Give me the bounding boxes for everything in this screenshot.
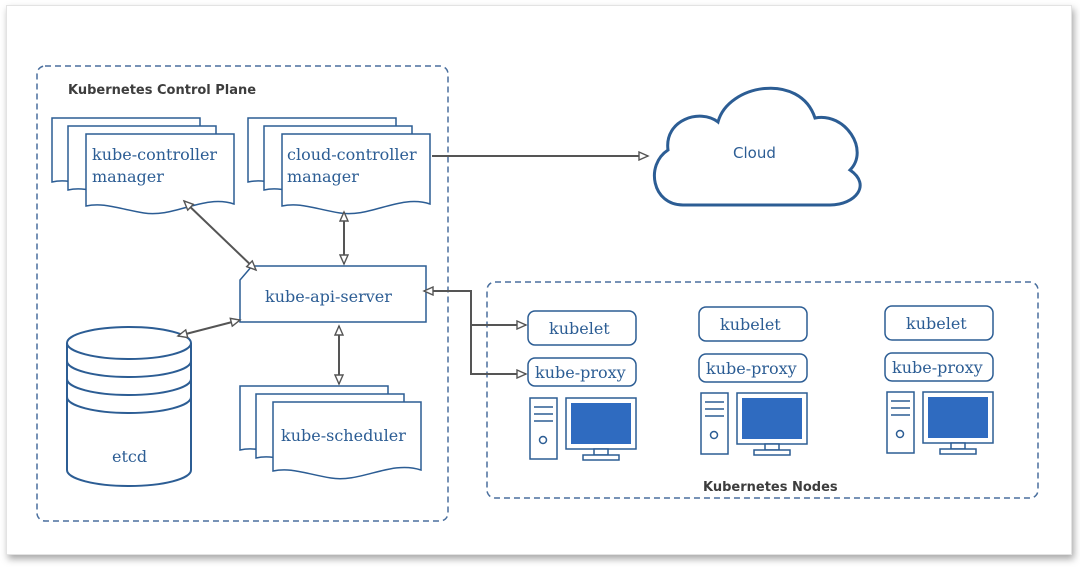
kubelet-label: kubelet xyxy=(720,315,781,334)
etcd-ring-3 xyxy=(66,396,192,414)
control-plane-group: Kubernetes Control Plane xyxy=(36,65,449,522)
node-3: kubelet kube-proxy xyxy=(884,305,994,455)
kube-api-server-node: kube-api-server xyxy=(239,265,427,323)
node-2: kubelet kube-proxy xyxy=(698,306,808,456)
kubelet-box xyxy=(527,310,637,346)
api-server-shape xyxy=(239,265,427,323)
computer-icon xyxy=(529,397,637,461)
kubelet-label: kubelet xyxy=(549,319,610,338)
kube-scheduler-node: kube-scheduler xyxy=(239,385,422,480)
kube-proxy-label: kube-proxy xyxy=(706,359,797,378)
kube-proxy-box xyxy=(698,353,808,383)
kubelet-box xyxy=(698,306,808,342)
etcd-body xyxy=(66,343,192,487)
kcm-api-connector xyxy=(184,201,256,270)
kubelet-label: kubelet xyxy=(906,314,967,333)
cloud-shape xyxy=(652,86,862,207)
connections xyxy=(178,156,648,384)
kubelet-box xyxy=(884,305,994,341)
nodes-group: Kubernetes Nodes xyxy=(486,281,1039,499)
node-1: kubelet kube-proxy xyxy=(527,310,637,461)
etcd-node: etcd xyxy=(66,326,192,487)
cloud-controller-manager-node: cloud-controller manager xyxy=(247,117,431,215)
kube-controller-label-line2: manager xyxy=(92,167,164,186)
kube-controller-manager-node: kube-controller manager xyxy=(51,117,235,215)
api-server-label: kube-api-server xyxy=(265,287,392,306)
etcd-label: etcd xyxy=(112,447,147,466)
cloud-node: Cloud xyxy=(652,86,862,207)
kube-controller-label-line1: kube-controller xyxy=(92,145,217,164)
etcd-api-connector xyxy=(178,320,240,336)
cloud-controller-label-line2: manager xyxy=(287,167,359,186)
etcd-ring-1 xyxy=(66,360,192,378)
etcd-top xyxy=(66,326,192,360)
computer-icon xyxy=(886,391,994,455)
computer-icon xyxy=(700,392,808,456)
control-plane-boundary xyxy=(36,65,449,522)
cloud-controller-label-line1: cloud-controller xyxy=(287,145,417,164)
kube-proxy-label: kube-proxy xyxy=(535,363,626,382)
cloud-label: Cloud xyxy=(733,144,776,162)
control-plane-title: Kubernetes Control Plane xyxy=(68,83,256,98)
kube-proxy-box xyxy=(527,357,637,387)
nodes-title: Kubernetes Nodes xyxy=(703,480,838,495)
etcd-ring-2 xyxy=(66,378,192,396)
kube-proxy-label: kube-proxy xyxy=(892,358,983,377)
scheduler-label: kube-scheduler xyxy=(281,426,406,445)
kube-proxy-box xyxy=(884,352,994,382)
api-nodes-connector xyxy=(424,291,526,374)
doc-stack-front xyxy=(272,401,422,480)
